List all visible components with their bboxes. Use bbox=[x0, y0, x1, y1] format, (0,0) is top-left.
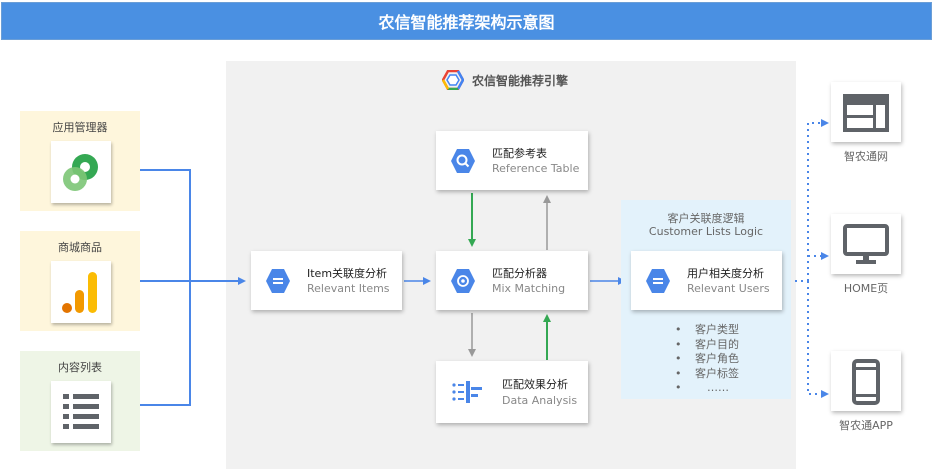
channel-arrowheads bbox=[821, 119, 829, 398]
channel-app[interactable] bbox=[831, 351, 901, 411]
customer-logic-subtitle: Customer Lists Logic bbox=[648, 225, 764, 238]
web-layout-icon bbox=[843, 94, 889, 132]
node-relevant-items[interactable]: Item关联度分析 Relevant Items bbox=[251, 251, 402, 310]
node-subtitle: Reference Table bbox=[492, 162, 580, 175]
list-item: •客户目的 bbox=[675, 337, 739, 351]
customer-logic-title: 客户关联度逻辑 bbox=[667, 212, 745, 225]
node-reference-table[interactable]: 匹配参考表 Reference Table bbox=[436, 131, 588, 190]
processor-hex-icon bbox=[451, 268, 475, 293]
database-hex-icon bbox=[266, 268, 290, 293]
source-app-manager: 应用管理器 bbox=[20, 111, 140, 211]
channel-home[interactable] bbox=[831, 214, 901, 274]
engine-header: 农信智能推荐引擎 bbox=[442, 70, 568, 90]
source-label: 内容列表 bbox=[58, 361, 102, 374]
source-content-list: 内容列表 bbox=[20, 351, 140, 451]
engine-title: 农信智能推荐引擎 bbox=[472, 73, 569, 88]
node-title: 匹配参考表 bbox=[492, 147, 547, 160]
channel-label: 智农通APP bbox=[839, 419, 893, 432]
source-label: 商城商品 bbox=[58, 241, 102, 254]
node-mix-matching[interactable]: 匹配分析器 Mix Matching bbox=[436, 251, 588, 310]
source-connectors bbox=[140, 169, 246, 406]
list-item: •客户标签 bbox=[675, 366, 739, 380]
list-icon bbox=[63, 394, 99, 429]
channel-label: 智农通网 bbox=[844, 150, 888, 163]
source-tile bbox=[51, 261, 111, 323]
source-tile bbox=[51, 381, 111, 443]
source-tile bbox=[51, 141, 111, 203]
channel-label: HOME页 bbox=[843, 282, 889, 295]
node-subtitle: Mix Matching bbox=[492, 282, 566, 295]
channel-web[interactable] bbox=[831, 82, 901, 142]
source-label: 应用管理器 bbox=[52, 121, 108, 134]
cloud-hexagon-icon bbox=[442, 70, 464, 90]
node-title: 用户相关度分析 bbox=[687, 267, 764, 280]
node-subtitle: Data Analysis bbox=[502, 394, 578, 407]
search-hex-icon bbox=[451, 148, 475, 173]
node-title: 匹配分析器 bbox=[492, 267, 547, 280]
donut-icon bbox=[63, 154, 98, 191]
node-data-analysis[interactable]: 匹配效果分析 Data Analysis bbox=[436, 361, 588, 423]
node-subtitle: Relevant Users bbox=[687, 282, 770, 295]
diagram-title: 农信智能推荐架构示意图 bbox=[378, 13, 555, 32]
node-subtitle: Relevant Items bbox=[307, 282, 390, 295]
node-title: Item关联度分析 bbox=[307, 267, 388, 280]
bar-chart-icon bbox=[62, 272, 97, 313]
monitor-icon bbox=[843, 224, 889, 264]
node-title: 匹配效果分析 bbox=[502, 378, 568, 391]
list-item: •…… bbox=[675, 381, 729, 394]
node-relevant-users[interactable]: 用户相关度分析 Relevant Users bbox=[631, 251, 782, 310]
diagram-title-bar: 农信智能推荐架构示意图 bbox=[1, 2, 932, 40]
data-flow-icon bbox=[452, 381, 482, 403]
customer-logic-list: •客户类型 •客户目的 •客户角色 •客户标签 •…… bbox=[675, 323, 739, 396]
phone-icon bbox=[852, 359, 880, 405]
list-item: •客户类型 bbox=[675, 323, 739, 336]
database-hex-icon bbox=[646, 268, 670, 293]
list-item: •客户角色 bbox=[675, 352, 739, 365]
channel-connectors bbox=[783, 122, 822, 395]
source-mall-products: 商城商品 bbox=[20, 231, 140, 331]
